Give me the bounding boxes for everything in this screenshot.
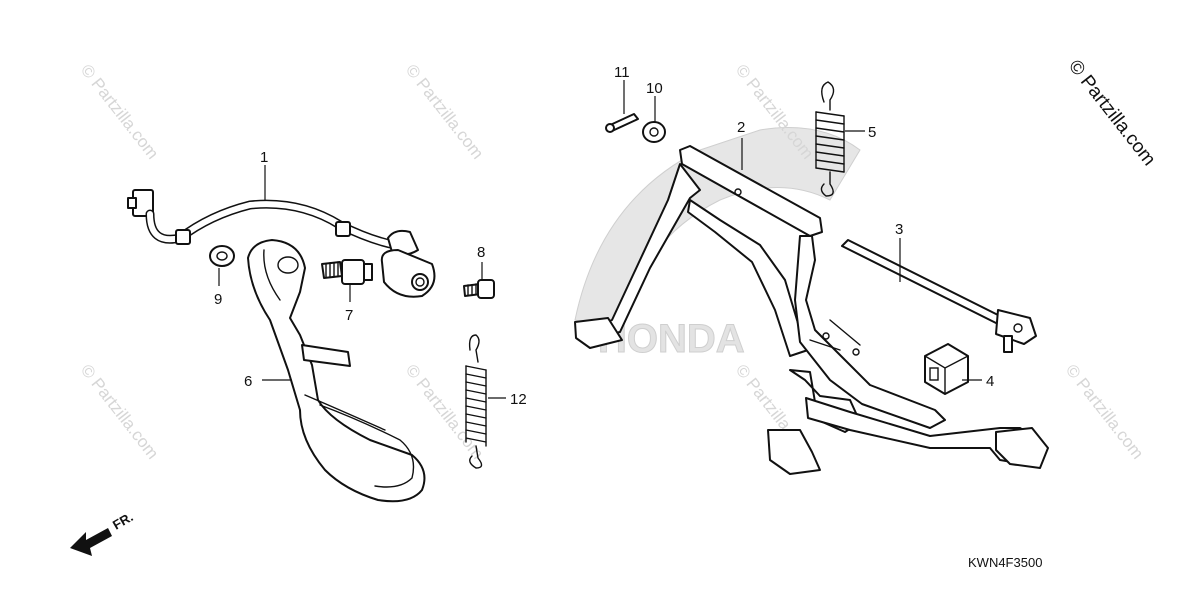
part-7-pivot-bolt [321, 259, 373, 285]
callout-10: 10 [646, 80, 663, 97]
callout-3: 3 [895, 221, 903, 238]
watermark-text: © Partzilla.com [1062, 361, 1148, 463]
callout-6: 6 [244, 373, 252, 390]
front-direction-arrow: FR. [70, 509, 136, 556]
part-3-stand-shaft [841, 239, 1037, 353]
part-9-nut [209, 245, 235, 267]
direction-label: FR. [110, 509, 136, 532]
part-10-washer [642, 121, 666, 143]
callout-1: 1 [260, 149, 268, 166]
callout-5: 5 [868, 124, 876, 141]
callout-4: 4 [986, 373, 994, 390]
part-6-brake-pedal [247, 239, 426, 503]
watermark-text: © Partzilla.com [402, 61, 488, 163]
part-4-stopper [924, 343, 969, 395]
part-1-stop-switch-harness [127, 189, 436, 298]
callout-9: 9 [214, 291, 222, 308]
callout-7: 7 [345, 307, 353, 324]
callout-11: 11 [614, 64, 630, 81]
part-11-cotter-pin [605, 113, 639, 133]
watermark-corner-text: © Partzilla.com [1064, 56, 1159, 170]
diagram-code: KWN4F3500 [968, 555, 1042, 570]
callout-12: 12 [510, 391, 527, 408]
part-2-main-stand [574, 145, 1049, 475]
part-12-spring [465, 334, 487, 469]
leader-lines [218, 80, 982, 399]
watermark-text: © Partzilla.com [77, 361, 163, 463]
part-5-spring [815, 81, 845, 197]
part-8-bolt [463, 279, 495, 299]
callout-labels: 1 2 3 4 5 6 7 8 9 10 11 12 [214, 64, 994, 408]
callout-8: 8 [477, 244, 485, 261]
watermark-text: © Partzilla.com [77, 61, 163, 163]
callout-2: 2 [737, 119, 745, 136]
